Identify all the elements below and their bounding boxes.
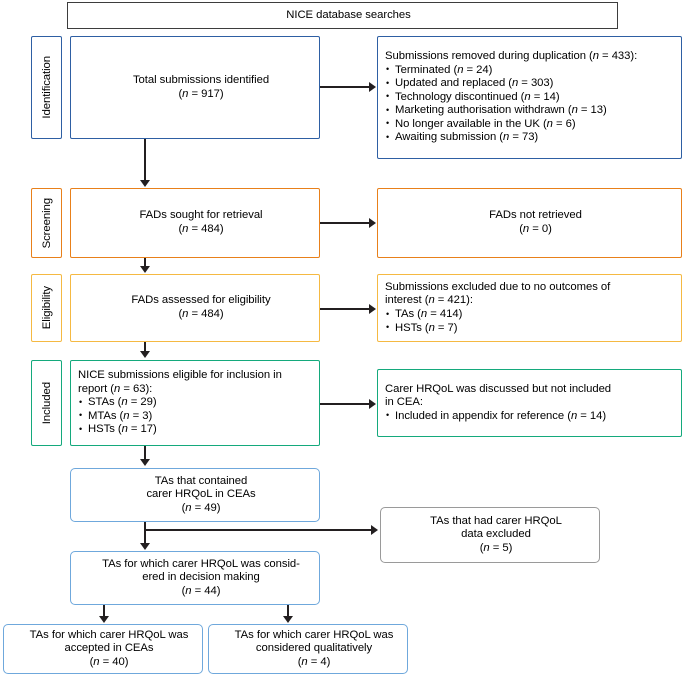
connector-eligibility-to-included (144, 342, 146, 352)
total-submissions-count: (n = 917) (178, 87, 224, 100)
included-lead-a: NICE submissions eligible for inclusion … (78, 369, 282, 382)
header-title: NICE database searches (286, 8, 411, 21)
stage-label-eligibility: Eligibility (31, 274, 62, 342)
list-item: MTAs (n = 3) (78, 409, 326, 424)
tas-considered-count: (n = 44) (181, 584, 221, 597)
list-item: Marketing authorisation withdrawn (n = 1… (385, 104, 685, 118)
list-item: Awaiting submission (n = 73) (385, 131, 685, 145)
box-tas-data-excluded: TAs that had carer HRQoL data excluded (… (380, 507, 600, 563)
stage-label-identification: Identification (31, 36, 62, 139)
no-outcomes-lead-b: interest (n = 421): (385, 294, 473, 307)
list-item: Terminated (n = 24) (385, 63, 685, 78)
box-tas-considered-qualitatively: TAs for which carer HRQoL was considered… (208, 624, 408, 674)
box-tas-considered-in-decision-making: TAs for which carer HRQoL was consid- er… (70, 551, 320, 605)
total-submissions-line1: Total submissions identified (132, 73, 270, 86)
tas-accepted-count: (n = 40) (89, 655, 129, 668)
connector-screening-to-not-retrieved (320, 222, 370, 224)
box-fads-sought-for-retrieval: FADs sought for retrieval (n = 484) (70, 188, 320, 258)
connector-identification-to-duplication (320, 86, 370, 88)
fads-sought-count: (n = 484) (178, 223, 224, 235)
arrowhead-screening-to-eligibility (139, 266, 150, 273)
tas-accepted-line2: accepted in CEAs (64, 642, 154, 655)
arrowhead-considered-to-qualitative (282, 616, 293, 623)
box-submissions-removed-duplication: Submissions removed during duplication (… (377, 36, 682, 159)
list-item: STAs (n = 29) (78, 396, 326, 410)
box-tas-that-contained-carer-hrqol: TAs that contained carer HRQoL in CEAs (… (70, 468, 320, 522)
tas-accepted-line1: TAs for which carer HRQoL was (29, 628, 189, 641)
stage-label-screening: Screening (31, 188, 62, 258)
list-item: Technology discontinued (n = 14) (385, 90, 685, 105)
discussed-lead-a: Carer HRQoL was discussed but not includ… (385, 382, 612, 395)
duplication-lead: Submissions removed during duplication (… (385, 49, 638, 62)
box-nice-submissions-eligible: NICE submissions eligible for inclusion … (70, 360, 320, 446)
arrowhead-considered-to-accepted (98, 616, 109, 623)
box-total-submissions-identified: Total submissions identified (n = 917) (70, 36, 320, 139)
included-list: STAs (n = 29) MTAs (n = 3) HSTs (n = 17) (78, 396, 326, 437)
tas-qualitative-count: (n = 4) (297, 655, 331, 668)
arrowhead-identification-to-duplication (369, 81, 376, 92)
fads-not-retrieved-count: (n = 0) (519, 223, 552, 235)
stage-label-identification-text: Identification (40, 56, 53, 119)
fads-assessed-line1: FADs assessed for eligibility (131, 294, 271, 307)
discussed-lead-b: in CEA: (385, 396, 423, 409)
arrowhead-screening-to-not-retrieved (369, 217, 376, 228)
box-submissions-excluded-no-outcomes: Submissions excluded due to no outcomes … (377, 274, 682, 342)
list-item: TAs (n = 414) (385, 308, 685, 322)
tas-qualitative-line2: considered qualitatively (255, 642, 373, 655)
box-fads-not-retrieved: FADs not retrieved (n = 0) (377, 188, 682, 258)
arrowhead-included-to-tas-contained (139, 459, 150, 466)
list-item: HSTs (n = 17) (78, 423, 326, 437)
arrowhead-eligibility-to-excluded (369, 303, 376, 314)
list-item: Updated and replaced (n = 303) (385, 77, 685, 91)
fads-not-retrieved-line1: FADs not retrieved (489, 209, 582, 222)
connector-identification-to-screening (144, 139, 146, 181)
stage-label-included: Included (31, 360, 62, 446)
list-item: HSTs (n = 7) (385, 321, 685, 336)
connector-screening-to-eligibility (144, 258, 146, 267)
connector-contained-down-stub (144, 522, 146, 544)
tas-qualitative-line1: TAs for which carer HRQoL was (234, 628, 394, 641)
tas-data-excluded-line2: data excluded (461, 528, 531, 541)
tas-data-excluded-line1: TAs that had carer HRQoL (430, 514, 562, 527)
tas-contained-line1: TAs that contained (154, 474, 248, 487)
list-item: Included in appendix for reference (n = … (385, 409, 685, 424)
connector-considered-to-accepted (103, 605, 105, 617)
connector-included-to-tas-contained (144, 446, 146, 460)
connector-included-to-discussed (320, 403, 370, 405)
tas-considered-line1: TAs for which carer HRQoL was consid- (102, 557, 300, 570)
box-carer-hrqol-discussed-not-included: Carer HRQoL was discussed but not includ… (377, 369, 682, 437)
stage-label-screening-text: Screening (40, 197, 53, 249)
tas-contained-count: (n = 49) (181, 501, 221, 514)
list-item: No longer available in the UK (n = 6) (385, 117, 685, 132)
arrowhead-contained-to-data-excluded (371, 524, 378, 535)
discussed-list: Included in appendix for reference (n = … (385, 409, 685, 424)
connector-eligibility-to-excluded (320, 308, 370, 310)
connector-considered-to-qualitative (287, 605, 289, 617)
stage-label-included-text: Included (40, 381, 53, 425)
no-outcomes-lead-a: Submissions excluded due to no outcomes … (385, 280, 611, 293)
fads-assessed-count: (n = 484) (178, 308, 224, 320)
box-tas-accepted-in-ceas: TAs for which carer HRQoL was accepted i… (3, 624, 203, 674)
stage-label-eligibility-text: Eligibility (40, 286, 53, 330)
fads-sought-line1: FADs sought for retrieval (139, 209, 263, 222)
arrowhead-identification-to-screening (139, 180, 150, 187)
connector-contained-to-data-excluded (144, 529, 373, 531)
included-lead-b: report (n = 63): (78, 382, 153, 395)
tas-contained-line2: carer HRQoL in CEAs (146, 488, 256, 501)
no-outcomes-list: TAs (n = 414) HSTs (n = 7) (385, 308, 685, 335)
box-fads-assessed-for-eligibility: FADs assessed for eligibility (n = 484) (70, 274, 320, 342)
tas-data-excluded-count: (n = 5) (479, 541, 513, 554)
arrowhead-eligibility-to-included (139, 351, 150, 358)
tas-considered-line2: ered in decision making (142, 571, 260, 584)
arrowhead-contained-to-considered (139, 543, 150, 550)
duplication-list: Terminated (n = 24) Updated and replaced… (385, 63, 685, 146)
arrowhead-included-to-discussed (369, 398, 376, 409)
header-box: NICE database searches (67, 2, 618, 29)
